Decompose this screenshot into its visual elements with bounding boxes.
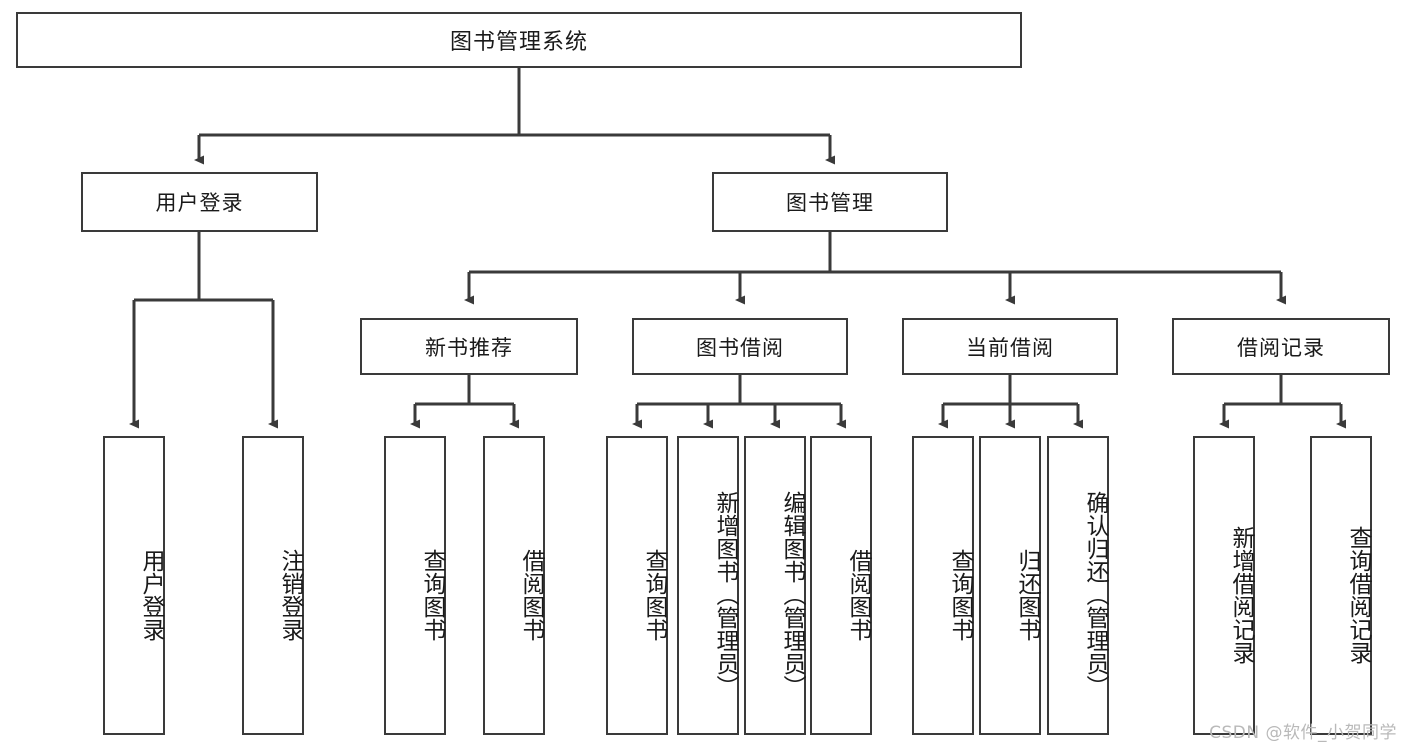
leaf-label: 新增借阅记录 [1228, 525, 1254, 664]
leaf-user-login[interactable]: 用户登录 [103, 436, 165, 735]
leaf-label: 借阅图书 [518, 548, 544, 641]
leaf-label: 新增图书（管理员） [712, 491, 738, 698]
node-root-system[interactable]: 图书管理系统 [16, 12, 1022, 68]
leaf-label: 注销登录 [277, 548, 303, 641]
node-current-borrow[interactable]: 当前借阅 [902, 318, 1118, 375]
leaf-bb-add-book-admin[interactable]: 新增图书（管理员） [677, 436, 739, 735]
leaf-label: 确认归还（管理员） [1082, 491, 1108, 698]
leaf-label: 查询图书 [419, 548, 445, 641]
leaf-bb-edit-book-admin[interactable]: 编辑图书（管理员） [744, 436, 806, 735]
node-book-manage[interactable]: 图书管理 [712, 172, 948, 232]
node-new-book-recommend[interactable]: 新书推荐 [360, 318, 578, 375]
leaf-nb-query-book[interactable]: 查询图书 [384, 436, 446, 735]
leaf-label: 查询借阅记录 [1345, 525, 1371, 664]
leaf-bb-query-book[interactable]: 查询图书 [606, 436, 668, 735]
leaf-br-query-record[interactable]: 查询借阅记录 [1310, 436, 1372, 735]
leaf-cb-query-book[interactable]: 查询图书 [912, 436, 974, 735]
leaf-label: 查询图书 [947, 548, 973, 641]
node-book-borrow[interactable]: 图书借阅 [632, 318, 848, 375]
leaf-logout[interactable]: 注销登录 [242, 436, 304, 735]
leaf-nb-borrow-book[interactable]: 借阅图书 [483, 436, 545, 735]
leaf-label: 用户登录 [138, 548, 164, 641]
leaf-label: 编辑图书（管理员） [779, 491, 805, 698]
node-borrow-record[interactable]: 借阅记录 [1172, 318, 1390, 375]
leaf-br-add-record[interactable]: 新增借阅记录 [1193, 436, 1255, 735]
node-user-login[interactable]: 用户登录 [81, 172, 318, 232]
leaf-label: 归还图书 [1014, 548, 1040, 641]
leaf-cb-confirm-return-admin[interactable]: 确认归还（管理员） [1047, 436, 1109, 735]
leaf-label: 查询图书 [641, 548, 667, 641]
leaf-bb-borrow-book[interactable]: 借阅图书 [810, 436, 872, 735]
leaf-cb-return-book[interactable]: 归还图书 [979, 436, 1041, 735]
leaf-label: 借阅图书 [845, 548, 871, 641]
